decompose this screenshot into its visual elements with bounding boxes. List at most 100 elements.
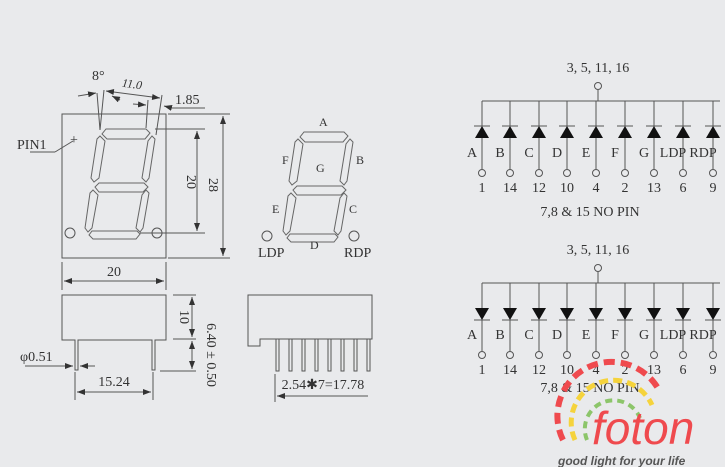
pin-terminal: [592, 169, 600, 177]
pin: [340, 338, 345, 372]
seg-b-label: B: [356, 153, 364, 167]
schematic-2: 3, 5, 11, 16A1B14C12D10E4F2G13LDP6RDP97,…: [467, 243, 721, 396]
pin-number: 10: [560, 181, 574, 196]
pin: [353, 338, 358, 372]
segment-label: F: [611, 328, 619, 343]
diode-icon: [676, 126, 690, 138]
body-height-label: 10: [176, 310, 191, 324]
segment-label: D: [552, 146, 562, 161]
pin-number: 2: [622, 363, 629, 378]
width-label: 20: [107, 265, 121, 280]
offset-label: 1.85: [175, 93, 200, 108]
seg-rdp-label: RDP: [344, 246, 371, 261]
segment-label: C: [524, 146, 533, 161]
diode-icon: [647, 126, 661, 138]
seg-g-label: G: [316, 161, 325, 175]
pin-terminal: [679, 351, 687, 359]
diode-icon: [503, 308, 517, 320]
segment-label: C: [524, 328, 533, 343]
digit-outline: [84, 128, 156, 240]
pin-number: 12: [532, 363, 546, 378]
pin-terminal: [621, 351, 629, 359]
diode-icon: [503, 126, 517, 138]
width-top-label: 11.0: [121, 76, 143, 93]
diode-icon: [647, 308, 661, 320]
segment-label: B: [495, 328, 504, 343]
schematics: 3, 5, 11, 16A1B14C12D10E4F2G13LDP6RDP97,…: [467, 61, 721, 396]
diode-icon: [676, 308, 690, 320]
common-terminal: [594, 82, 602, 90]
segment-label: RDP: [689, 328, 716, 343]
diode-icon: [618, 308, 632, 320]
diode-icon: [475, 126, 489, 138]
segment-label: D: [552, 328, 562, 343]
segment-label: G: [639, 328, 649, 343]
side-view: 10 6.40 ± 0.50 φ0.51 15.24: [20, 294, 218, 400]
diode-icon: [532, 308, 546, 320]
segment-label: G: [639, 146, 649, 161]
pin-terminal: [709, 351, 717, 359]
segment-label: A: [467, 328, 478, 343]
segment-label: RDP: [689, 146, 716, 161]
segment-label: LDP: [660, 328, 687, 343]
segment-map: A B C D E F G LDP RDP: [258, 115, 371, 261]
pin-number: 14: [503, 363, 517, 378]
pin-number: 6: [680, 363, 687, 378]
digit-height-label: 20: [183, 175, 198, 189]
pin-number: 1: [479, 363, 486, 378]
pin-terminal: [592, 351, 600, 359]
diode-icon: [706, 308, 720, 320]
pin: [314, 338, 319, 372]
pin-terminal: [506, 351, 514, 359]
seg-c-label: C: [349, 202, 357, 216]
seg-f-label: F: [282, 153, 289, 167]
segment-label: E: [582, 328, 591, 343]
segment-label: A: [467, 146, 478, 161]
common-pins-label: 3, 5, 11, 16: [567, 243, 629, 258]
diode-icon: [618, 126, 632, 138]
pin-diameter-label: φ0.51: [20, 350, 53, 365]
diode-icon: [706, 126, 720, 138]
pin-length-label: 6.40 ± 0.50: [203, 323, 218, 387]
pin-terminal: [506, 169, 514, 177]
common-terminal: [594, 264, 602, 272]
pin1-label: PIN1: [17, 138, 47, 153]
pin-terminal: [478, 169, 486, 177]
pin-number: 10: [560, 363, 574, 378]
pin-terminal: [535, 351, 543, 359]
seg-ldp-label: LDP: [258, 246, 285, 261]
pin: [288, 338, 293, 372]
pin-number: 1: [479, 181, 486, 196]
tagline-text: good light for your life: [557, 454, 686, 467]
common-pins-label: 3, 5, 11, 16: [567, 61, 629, 76]
pin1-marker-icon: +: [70, 133, 78, 148]
seg-e-label: E: [272, 202, 279, 216]
pin-number: 4: [593, 363, 600, 378]
angle-label: 8°: [92, 69, 105, 84]
no-pin-note: 7,8 & 15 NO PIN: [540, 205, 639, 220]
seg-d-label: D: [310, 238, 319, 252]
pin-terminal: [679, 169, 687, 177]
diode-icon: [589, 308, 603, 320]
pin-number: 14: [503, 181, 517, 196]
foton-logo: foton good light for your life: [554, 358, 694, 467]
pin-number: 2: [622, 181, 629, 196]
diode-icon: [560, 308, 574, 320]
total-height-label: 28: [205, 178, 220, 192]
segment-label: F: [611, 146, 619, 161]
brand-text: foton: [592, 402, 694, 454]
segment-label: LDP: [660, 146, 687, 161]
diode-icon: [589, 126, 603, 138]
pin-terminal: [650, 169, 658, 177]
pin-number: 4: [593, 181, 600, 196]
pin-terminal: [478, 351, 486, 359]
schematic-1: 3, 5, 11, 16A1B14C12D10E4F2G13LDP6RDP97,…: [467, 61, 721, 220]
pin-terminal: [621, 169, 629, 177]
pin: [327, 338, 332, 372]
pin-terminal: [709, 169, 717, 177]
pin-number: 9: [710, 363, 717, 378]
pin-terminal: [650, 351, 658, 359]
segment-label: E: [582, 146, 591, 161]
pitch-label: 2.54✱7=17.78: [282, 378, 365, 393]
diode-icon: [532, 126, 546, 138]
